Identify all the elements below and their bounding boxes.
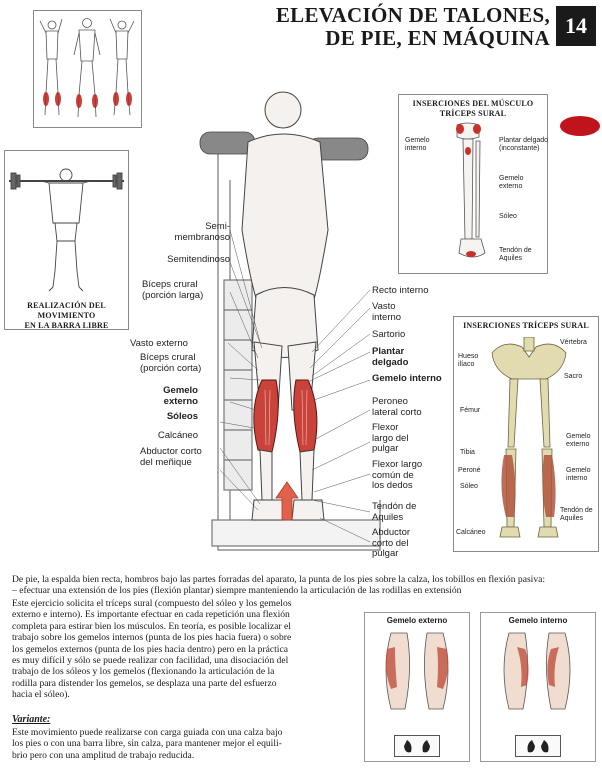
pelvis-legs-skeleton <box>491 337 567 538</box>
feet-inward-icon <box>394 735 440 757</box>
gemelo-interno-legs <box>503 632 571 710</box>
sk-label-femur: Fémur <box>460 407 481 414</box>
label-gemelo-interno: Gemelo interno <box>372 373 442 384</box>
ins-label-plantar: Plantar delgado (inconstante) <box>499 137 549 152</box>
label-tendon-aquiles: Tendón de Aquiles <box>372 501 417 523</box>
skeleton-insertions-box: INSERCIONES TRÍCEPS SURAL Vértebra Hueso… <box>453 316 599 552</box>
gemelo-externo-legs <box>385 632 449 710</box>
gemelo-externo-panel: Gemelo externo <box>364 612 470 762</box>
sk-label-gemelo-externo: Gemelo externo <box>566 433 591 448</box>
label-recto-interno: Recto interno <box>372 285 429 296</box>
ins-label-soleo: Sóleo <box>499 213 517 220</box>
skeleton-insertions-title: INSERCIONES TRÍCEPS SURAL <box>463 321 589 330</box>
sk-label-tibia: Tibia <box>460 449 475 456</box>
free-bar-figure <box>9 168 124 292</box>
ins-label-tendon: Tendón de Aquiles <box>499 247 532 262</box>
main-paragraph: Este ejercicio solicita el tríceps sural… <box>12 598 292 701</box>
page-number-badge: 14 <box>556 6 596 46</box>
ins-label-gemelo-interno: Gemelo interno <box>405 137 430 152</box>
sk-label-hueso: Hueso ilíaco <box>458 353 479 368</box>
sk-label-calcaneo: Calcáneo <box>456 529 486 536</box>
muscle-marker-oval <box>560 116 600 136</box>
sk-label-sacro: Sacro <box>564 373 583 380</box>
intro-text: De pie, la espalda bien recta, hombros b… <box>12 574 546 597</box>
gemelo-externo-title: Gemelo externo <box>386 616 448 625</box>
machine-calf-raise-illustration <box>199 91 381 551</box>
label-semimembranoso: Semi- membranoso <box>174 221 230 243</box>
label-plantar-delgado: Plantar delgado <box>372 346 409 368</box>
three-figures-illustration <box>39 18 135 118</box>
label-peroneo: Peroneo lateral corto <box>372 396 422 418</box>
label-abductor-menique: Abductor corto del meñique <box>140 446 202 468</box>
gemelo-interno-title: Gemelo interno <box>508 616 568 625</box>
sk-label-tendon: Tendón de Aquiles <box>560 507 593 522</box>
label-biceps-larga: Bíceps crural (porción larga) <box>142 279 204 301</box>
gemelo-interno-panel: Gemelo interno <box>480 612 596 762</box>
label-vasto-externo: Vasto externo <box>130 338 188 349</box>
label-flexor-comun: Flexor largo común de los dedos <box>372 459 423 491</box>
leg-bones-illustration <box>456 122 486 258</box>
ins-label-gemelo-externo: Gemelo externo <box>499 175 524 190</box>
sk-label-perone: Peroné <box>458 467 481 474</box>
label-semitendinoso: Semitendinoso <box>167 254 230 265</box>
sk-label-gemelo-interno: Gemelo interno <box>566 467 591 482</box>
label-sartorio: Sartorio <box>372 329 406 340</box>
variant-heading: Variante: <box>12 714 51 725</box>
sk-label-soleo: Sóleo <box>460 483 478 490</box>
label-vasto-interno: Vasto interno <box>372 301 402 323</box>
label-biceps-corta: Bíceps crural (porción corta) <box>140 352 202 374</box>
page-title: ELEVACIÓN DE TALONES, DE PIE, EN MÁQUINA <box>275 3 550 50</box>
label-abductor-pulgar: Abductor corto del pulgar <box>372 527 411 559</box>
label-soleos: Sóleos <box>166 411 198 422</box>
triceps-insertions-title: INSERCIONES DEL MÚSCULO TRÍCEPS SURAL <box>412 99 534 118</box>
sk-label-vertebra: Vértebra <box>560 339 587 346</box>
rotation-figures-box <box>33 10 142 128</box>
variant-paragraph: Este movimiento puede realizarse con car… <box>12 727 283 761</box>
triceps-insertions-box: INSERCIONES DEL MÚSCULO TRÍCEPS SURAL Ge… <box>398 94 548 274</box>
label-gemelo-externo: Gemelo externo <box>163 385 198 407</box>
label-calcaneo: Calcáneo <box>157 430 198 441</box>
feet-outward-icon <box>515 735 561 757</box>
label-flexor-largo-pulgar: Flexor largo del pulgar <box>372 422 409 454</box>
free-bar-box: REALIZACIÓN DEL MOVIMIENTO EN LA BARRA L… <box>4 150 129 330</box>
free-bar-caption: REALIZACIÓN DEL MOVIMIENTO EN LA BARRA L… <box>24 301 109 330</box>
